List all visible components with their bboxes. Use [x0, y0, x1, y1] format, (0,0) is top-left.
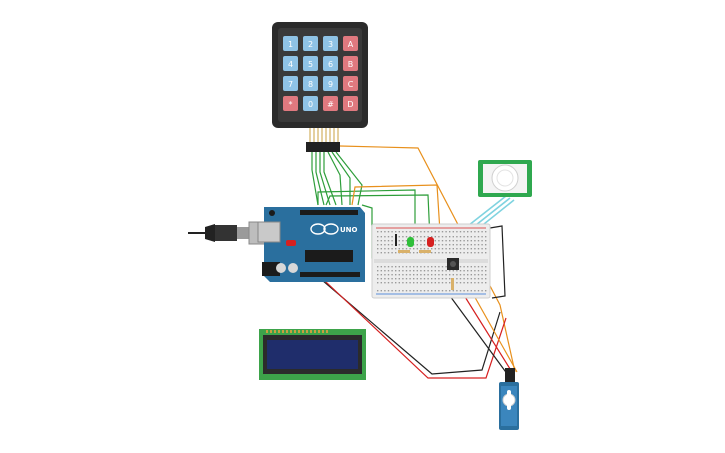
keypad-connector: [306, 142, 340, 152]
keypad-key-label: 5: [308, 60, 313, 69]
keypad: 1 2 3 A 4 5 6 B 7 8 9 C * 0 # D: [272, 22, 368, 152]
keypad-key-label: 3: [328, 40, 333, 49]
keypad-key: [303, 56, 318, 71]
keypad-key-label: C: [348, 80, 354, 89]
keypad-key: [283, 76, 298, 91]
arduino-board: [264, 207, 365, 282]
usb-port: [257, 221, 281, 243]
keypad-key: [303, 96, 318, 111]
wire-red-servo: [325, 281, 507, 379]
wire-keypad-4: [323, 152, 337, 206]
servo-motor: [499, 368, 519, 430]
keypad-key-label: 1: [288, 40, 293, 49]
keypad-key: [323, 36, 338, 51]
keypad-key: [303, 76, 318, 91]
wire-green-led1: [317, 189, 416, 240]
keypad-key-label: #: [327, 100, 334, 109]
arduino-model-label: UNO: [340, 226, 358, 234]
keypad-key-label: 7: [288, 80, 293, 89]
arduino-logo: UNO: [310, 223, 358, 235]
wire-keypad-1: [311, 152, 319, 206]
wire-orange-bb: [351, 184, 441, 233]
keypad-key: [283, 56, 298, 71]
breadboard: [371, 223, 491, 299]
pir-sensor: [478, 160, 532, 197]
resistor: [398, 250, 454, 290]
keypad-key: [323, 56, 338, 71]
keypad-key-label: 4: [288, 60, 293, 69]
keypad-key: [323, 96, 338, 111]
keypad-key: [323, 76, 338, 91]
wire-keypad-2: [315, 152, 325, 206]
keypad-key: [283, 96, 298, 111]
keypad-key-label: *: [289, 100, 293, 109]
arduino-uno: UNO: [257, 207, 365, 282]
keypad-key: [343, 96, 358, 111]
wire-keypad-3: [319, 152, 331, 206]
wire-black-servo: [321, 279, 501, 375]
keypad-key-label: 0: [308, 100, 313, 109]
wire-keypad-7: [335, 151, 363, 206]
keypad-key-label: 8: [308, 80, 313, 89]
wire-keypad-5: [327, 151, 343, 206]
wire-red-bb-servo: [461, 291, 513, 373]
keypad-key: [343, 56, 358, 71]
keypad-key: [343, 76, 358, 91]
keypad-key-label: A: [348, 40, 354, 49]
keypad-key: [283, 36, 298, 51]
microcontroller: [305, 250, 353, 262]
keypad-key-label: 2: [308, 40, 313, 49]
wire-black-bb-servo: [449, 295, 509, 376]
wire-rail-black: [489, 225, 506, 299]
pir-dome: [491, 164, 519, 192]
keypad-key: [343, 36, 358, 51]
usb-plug-icon: [188, 221, 266, 245]
keypad-key-label: B: [348, 60, 354, 69]
keypad-keys: 1 2 3 A 4 5 6 B 7 8 9 C * 0 # D: [283, 36, 358, 111]
wire-orange-servo-2: [467, 284, 518, 373]
lcd-screen: [267, 340, 358, 369]
pushbutton: [447, 258, 459, 270]
keypad-key: [303, 36, 318, 51]
breadboard-holes: [377, 231, 487, 292]
keypad-key-label: 6: [328, 60, 333, 69]
power-jack-icon: [262, 262, 280, 276]
keypad-key-label: 9: [328, 80, 333, 89]
keypad-key-label: D: [347, 100, 353, 109]
green-led: [407, 237, 414, 247]
black-jumper: [395, 234, 397, 246]
wire-green-led2: [325, 194, 431, 241]
red-led: [427, 237, 434, 247]
lcd-16x2: [259, 329, 366, 380]
